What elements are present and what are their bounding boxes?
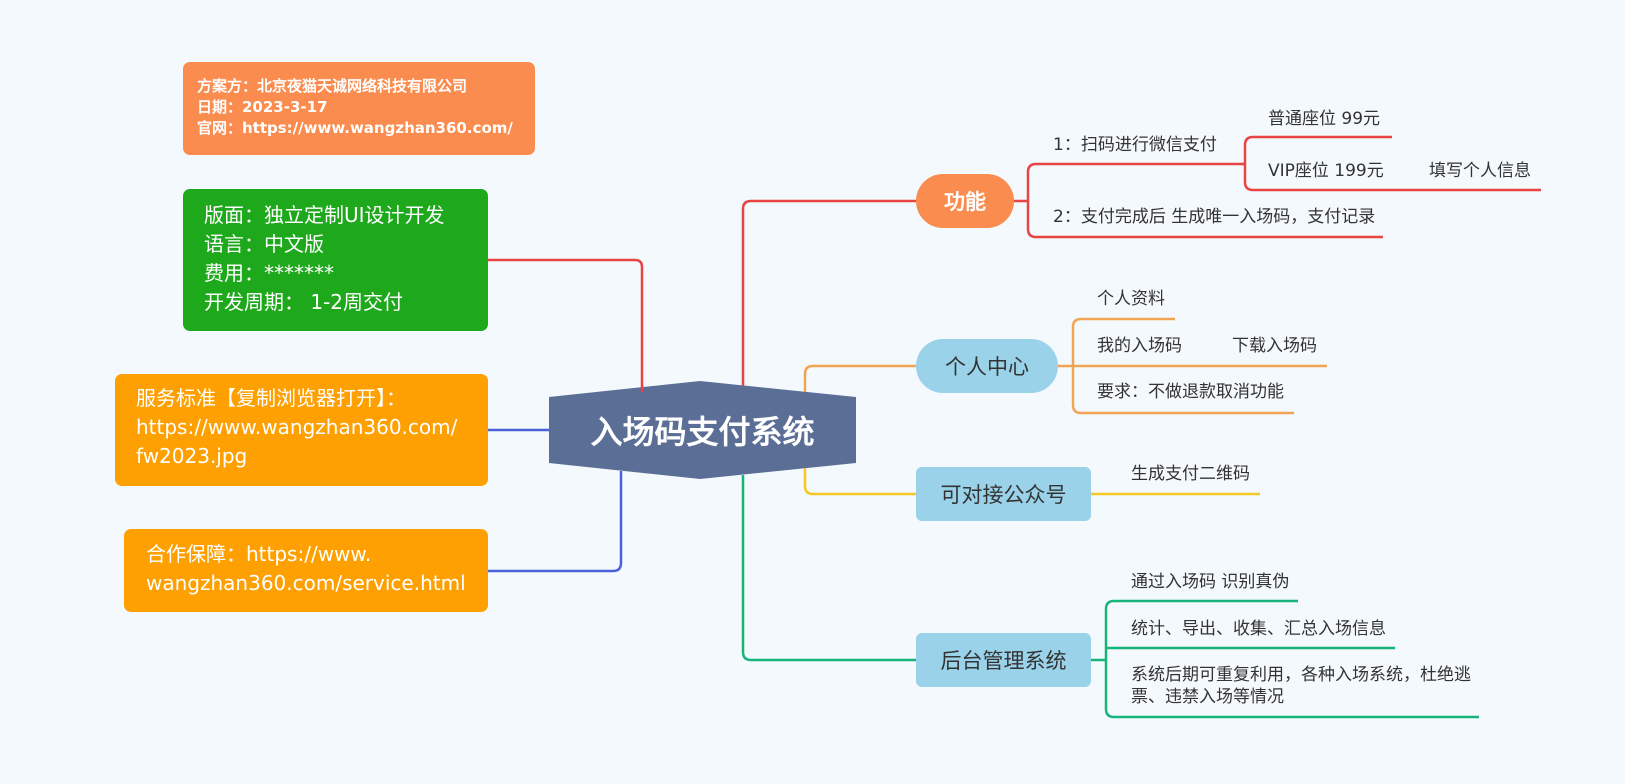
service-url-2: fw2023.jpg (136, 444, 248, 468)
topic-function: 功能 (916, 174, 1014, 228)
seat-normal: 普通座位 99元 (1268, 109, 1381, 129)
connector-public (803, 468, 916, 496)
central-hexagon (549, 381, 856, 479)
coop-box: 合作保障：https://www. wangzhan360.com/servic… (124, 529, 488, 612)
service-box: 服务标准【复制浏览器打开】： https://www.wangzhan360.c… (115, 374, 488, 486)
personal-my-code: 我的入场码 (1097, 336, 1182, 356)
connector-personal (803, 364, 916, 392)
topic-public-account: 可对接公众号 (916, 467, 1091, 521)
spec-layout: 版面：独立定制UI设计开发 (204, 203, 445, 227)
fill-personal-info: 填写个人信息 (1429, 161, 1531, 181)
personal-requirement: 要求：不做退款取消功能 (1097, 382, 1284, 402)
seat-bracket (1242, 135, 1254, 192)
info-website: 官网：https://www.wangzhan360.com/ (197, 119, 513, 137)
spec-box: 版面：独立定制UI设计开发 语言：中文版 费用：******* 开发周期： 1-… (183, 189, 488, 331)
info-company: 方案方：北京夜猫天诚网络科技有限公司 (197, 77, 468, 95)
connector-coop (488, 471, 623, 573)
service-title: 服务标准【复制浏览器打开】： (136, 386, 406, 410)
personal-download-code: 下载入场码 (1232, 336, 1317, 356)
info-box: 方案方：北京夜猫天诚网络科技有限公司 日期：2023-3-17 官网：https… (183, 62, 535, 155)
public-qr-code: 生成支付二维码 (1131, 464, 1250, 484)
admin-stats: 统计、导出、收集、汇总入场信息 (1131, 619, 1386, 639)
personal-profile: 个人资料 (1097, 289, 1165, 309)
coop-line-1: 合作保障：https://www. (146, 542, 372, 566)
function-bracket (1014, 162, 1037, 239)
function-item-1: 1：扫码进行微信支付 (1053, 135, 1217, 155)
spec-cost: 费用：******* (204, 261, 334, 285)
service-url-1: https://www.wangzhan360.com/ (136, 415, 458, 439)
spec-period: 开发周期： 1-2周交付 (204, 290, 404, 314)
admin-verify: 通过入场码 识别真伪 (1131, 572, 1290, 592)
connector-function (741, 199, 916, 386)
spec-language: 语言：中文版 (204, 232, 324, 256)
admin-reuse: 系统后期可重复利用，各种入场系统，杜绝逃票、违禁入场等情况 (1131, 665, 1471, 707)
topic-personal-center: 个人中心 (916, 339, 1058, 393)
admin-bracket (1091, 599, 1115, 719)
info-date: 日期：2023-3-17 (197, 98, 328, 116)
central-topic: 入场码支付系统 (590, 413, 815, 451)
connector-admin (741, 475, 916, 662)
function-item-2: 2：支付完成后 生成唯一入场码，支付记录 (1053, 207, 1376, 227)
connector-spec (488, 258, 644, 392)
seat-vip: VIP座位 199元 (1268, 161, 1384, 181)
topic-admin-system: 后台管理系统 (916, 633, 1091, 687)
coop-line-2: wangzhan360.com/service.html (146, 571, 466, 595)
